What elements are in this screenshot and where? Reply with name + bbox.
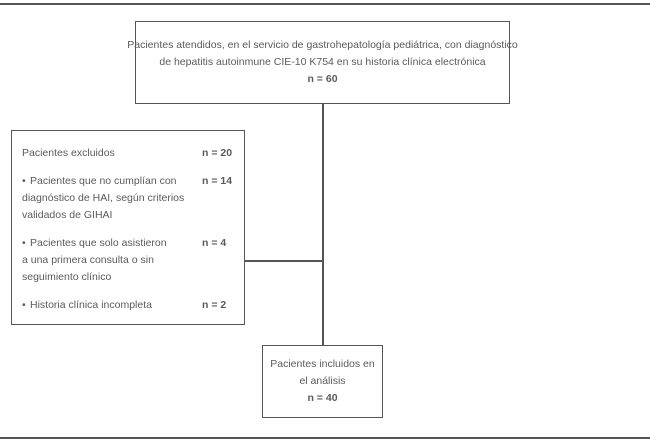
included-count: n = 40 (307, 392, 338, 404)
excluded-reason-text: Pacientes que solo asistieron (30, 237, 167, 249)
excluded-reason-label: • Pacientes que solo asistieron a una pri… (22, 235, 202, 286)
excluded-reason-line: a una primera consulta o sin (22, 254, 154, 266)
screened-line-1: Pacientes atendidos, en el servicio de g… (127, 39, 518, 51)
excluded-header-text: Pacientes excluidos (22, 147, 115, 159)
bullet-icon: • (22, 299, 26, 311)
excluded-reason-count: n = 4 (202, 237, 227, 249)
connector-vertical-main (322, 103, 324, 346)
excluded-header-row: Pacientes excluidos n = 20 (22, 145, 232, 162)
excluded-reason-count: n = 14 (202, 175, 233, 187)
excluded-reason-row: • Historia clínica incompleta n = 2 (22, 297, 232, 314)
excluded-reason-label: • Historia clínica incompleta (22, 297, 202, 314)
excluded-reason-row: • Pacientes que no cumplían con diagnósti… (22, 173, 232, 224)
screened-count: n = 60 (307, 73, 338, 85)
excluded-reason-line: • Pacientes que solo asistieron (22, 235, 202, 252)
excluded-header-count: n = 20 (202, 147, 233, 159)
included-line-2: el análisis (299, 375, 346, 387)
included-line-1: Pacientes incluidos en (270, 358, 375, 370)
node-screened-patients: Pacientes atendidos, en el servicio de g… (127, 21, 518, 104)
excluded-reason-count: n = 2 (202, 299, 227, 311)
node-included-patients: Pacientes incluidos en el análisis n = 4… (262, 345, 383, 418)
excluded-reason-line: diagnóstico de HAI, según criterios (22, 192, 185, 204)
bullet-icon: • (22, 237, 26, 249)
excluded-reason-line: seguimiento clínico (22, 271, 112, 283)
excluded-reason-line: • Pacientes que no cumplían con (22, 173, 202, 190)
excluded-reason-label: • Pacientes que no cumplían con diagnósti… (22, 173, 202, 224)
excluded-reason-text: Historia clínica incompleta (30, 299, 152, 311)
connector-branch-excluded (244, 260, 324, 262)
screened-line-2: de hepatitis autoinmune CIE-10 K754 en s… (159, 56, 486, 68)
node-excluded-patients: Pacientes excluidos n = 20 • Pacientes qu… (11, 130, 245, 325)
excluded-reason-line: • Historia clínica incompleta (22, 297, 202, 314)
excluded-reason-row: • Pacientes que solo asistieron a una pri… (22, 235, 232, 286)
excluded-reason-line: validados de GIHAI (22, 209, 113, 221)
bullet-icon: • (22, 175, 26, 187)
bottom-rule (0, 437, 650, 439)
excluded-header-label: Pacientes excluidos (22, 145, 202, 162)
excluded-reason-text: Pacientes que no cumplían con (30, 175, 177, 187)
top-rule (0, 3, 650, 5)
